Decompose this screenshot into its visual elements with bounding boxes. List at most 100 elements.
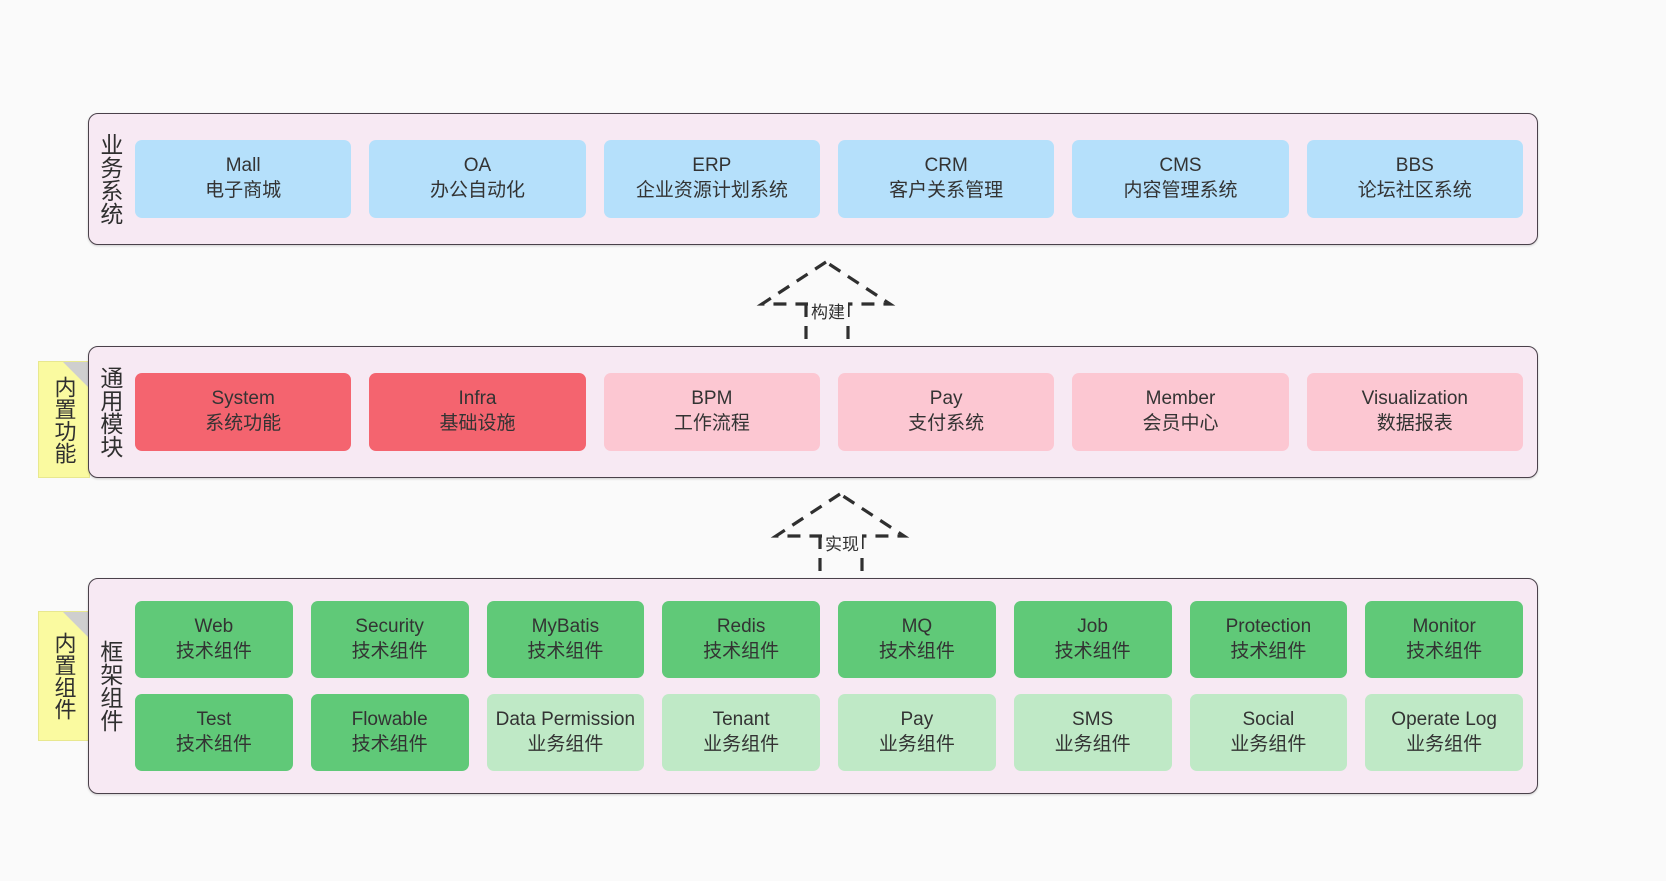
node-title: Tenant [712,708,770,730]
node-subtitle: 基础设施 [439,413,516,434]
node-row: Web 技术组件 Security 技术组件 MyBatis 技术组件 Redi… [135,601,1523,678]
node-test[interactable]: Test 技术组件 [135,694,293,771]
arrow-implement-label: 实现 [822,530,862,555]
node-protection[interactable]: Protection 技术组件 [1189,601,1348,678]
node-subtitle: 技术组件 [878,640,955,662]
node-subtitle: 企业资源计划系统 [635,180,788,201]
node-row: Test 技术组件 Flowable 技术组件 Data Permission … [135,694,1523,771]
node-subtitle: 技术组件 [351,733,428,755]
node-title: Data Permission [495,708,636,730]
node-subtitle: 会员中心 [1142,413,1219,434]
node-title: Operate Log [1391,708,1497,730]
arrow-implement: 实现 [770,490,920,582]
node-subtitle: 电子商城 [205,180,282,201]
node-web[interactable]: Web 技术组件 [135,601,293,678]
node-cms[interactable]: CMS 内容管理系统 [1072,140,1289,218]
node-title: MQ [901,615,933,637]
node-title: Redis [716,615,766,637]
node-data-permission[interactable]: Data Permission 业务组件 [486,694,645,771]
node-flowable[interactable]: Flowable 技术组件 [310,694,469,771]
node-monitor[interactable]: Monitor 技术组件 [1365,601,1523,678]
node-subtitle: 技术组件 [703,640,780,662]
node-title: Flowable [351,708,428,730]
note-label: 内置组件 [51,632,77,720]
node-title: MyBatis [531,615,600,637]
node-title: Monitor [1412,615,1476,637]
node-subtitle: 办公自动化 [429,180,525,201]
arrow-build-label: 构建 [808,298,848,323]
layer-common-module[interactable]: 通用模块 System 系统功能 Infra 基础设施 BPM 工作流程 Pay… [88,346,1538,478]
node-title: Job [1077,615,1108,637]
node-mybatis[interactable]: MyBatis 技术组件 [486,601,645,678]
node-title: BPM [691,388,733,410]
note-builtin-component: 内置组件 [38,611,90,741]
node-infra[interactable]: Infra 基础设施 [369,373,586,451]
node-subtitle: 技术组件 [175,733,252,755]
node-bbs[interactable]: BBS 论坛社区系统 [1306,140,1523,218]
node-pay[interactable]: Pay 支付系统 [837,373,1055,451]
layer-body-common-module: System 系统功能 Infra 基础设施 BPM 工作流程 Pay 支付系统… [129,347,1537,477]
node-operate-log[interactable]: Operate Log 业务组件 [1365,694,1523,771]
node-subtitle: 技术组件 [527,640,604,662]
node-subtitle: 业务组件 [527,733,604,755]
node-title: Member [1145,388,1216,410]
node-subtitle: 客户关系管理 [889,180,1004,201]
node-subtitle: 业务组件 [1054,733,1131,755]
node-title: CMS [1159,155,1202,177]
node-subtitle: 支付系统 [908,413,985,434]
node-subtitle: 论坛社区系统 [1357,180,1472,201]
node-subtitle: 业务组件 [878,733,955,755]
note-label: 内置功能 [51,375,77,464]
node-mq[interactable]: MQ 技术组件 [838,601,996,678]
node-crm[interactable]: CRM 客户关系管理 [837,140,1055,218]
layer-framework-component[interactable]: 框架组件 Web 技术组件 Security 技术组件 MyBatis 技术组件… [88,578,1538,794]
node-system[interactable]: System 系统功能 [135,373,352,451]
node-subtitle: 系统功能 [205,413,282,434]
node-subtitle: 技术组件 [351,640,428,662]
node-subtitle: 技术组件 [1406,640,1483,662]
node-subtitle: 业务组件 [703,733,780,755]
node-title: Pay [929,388,963,410]
node-subtitle: 技术组件 [1230,640,1307,662]
node-subtitle: 业务组件 [1406,733,1483,755]
node-pay-business[interactable]: Pay 业务组件 [838,694,996,771]
layer-business-system[interactable]: 业务系统 Mall 电子商城 OA 办公自动化 ERP 企业资源计划系统 CRM… [88,113,1538,245]
node-row: System 系统功能 Infra 基础设施 BPM 工作流程 Pay 支付系统… [135,373,1523,451]
node-visualization[interactable]: Visualization 数据报表 [1306,373,1523,451]
node-subtitle: 技术组件 [175,640,252,662]
node-subtitle: 工作流程 [673,413,750,434]
node-title: Test [196,708,232,730]
layer-title-common-module: 通用模块 [96,366,123,458]
node-job[interactable]: Job 技术组件 [1013,601,1172,678]
node-security[interactable]: Security 技术组件 [310,601,469,678]
node-title: OA [463,155,492,177]
node-redis[interactable]: Redis 技术组件 [662,601,820,678]
node-title: CRM [924,155,968,177]
node-mall[interactable]: Mall 电子商城 [135,140,352,218]
node-title: Pay [900,708,934,730]
node-subtitle: 业务组件 [1230,733,1307,755]
note-builtin-function: 内置功能 [38,361,90,478]
node-subtitle: 技术组件 [1054,640,1131,662]
node-subtitle: 数据报表 [1376,413,1453,434]
node-title: Security [355,615,424,637]
node-title: ERP [692,155,732,177]
node-erp[interactable]: ERP 企业资源计划系统 [603,140,820,218]
layer-body-framework-component: Web 技术组件 Security 技术组件 MyBatis 技术组件 Redi… [129,579,1537,793]
node-social[interactable]: Social 业务组件 [1189,694,1348,771]
node-subtitle: 内容管理系统 [1123,180,1238,201]
node-member[interactable]: Member 会员中心 [1072,373,1289,451]
node-sms[interactable]: SMS 业务组件 [1013,694,1172,771]
node-row: Mall 电子商城 OA 办公自动化 ERP 企业资源计划系统 CRM 客户关系… [135,140,1523,218]
layer-body-business-system: Mall 电子商城 OA 办公自动化 ERP 企业资源计划系统 CRM 客户关系… [129,114,1537,244]
node-title: Protection [1225,615,1312,637]
node-bpm[interactable]: BPM 工作流程 [603,373,820,451]
node-title: Visualization [1361,388,1468,410]
node-title: System [211,388,275,410]
node-oa[interactable]: OA 办公自动化 [369,140,586,218]
node-tenant[interactable]: Tenant 业务组件 [662,694,820,771]
node-title: Infra [458,388,497,410]
node-title: SMS [1072,708,1114,730]
layer-title-business-system: 业务系统 [96,133,123,225]
